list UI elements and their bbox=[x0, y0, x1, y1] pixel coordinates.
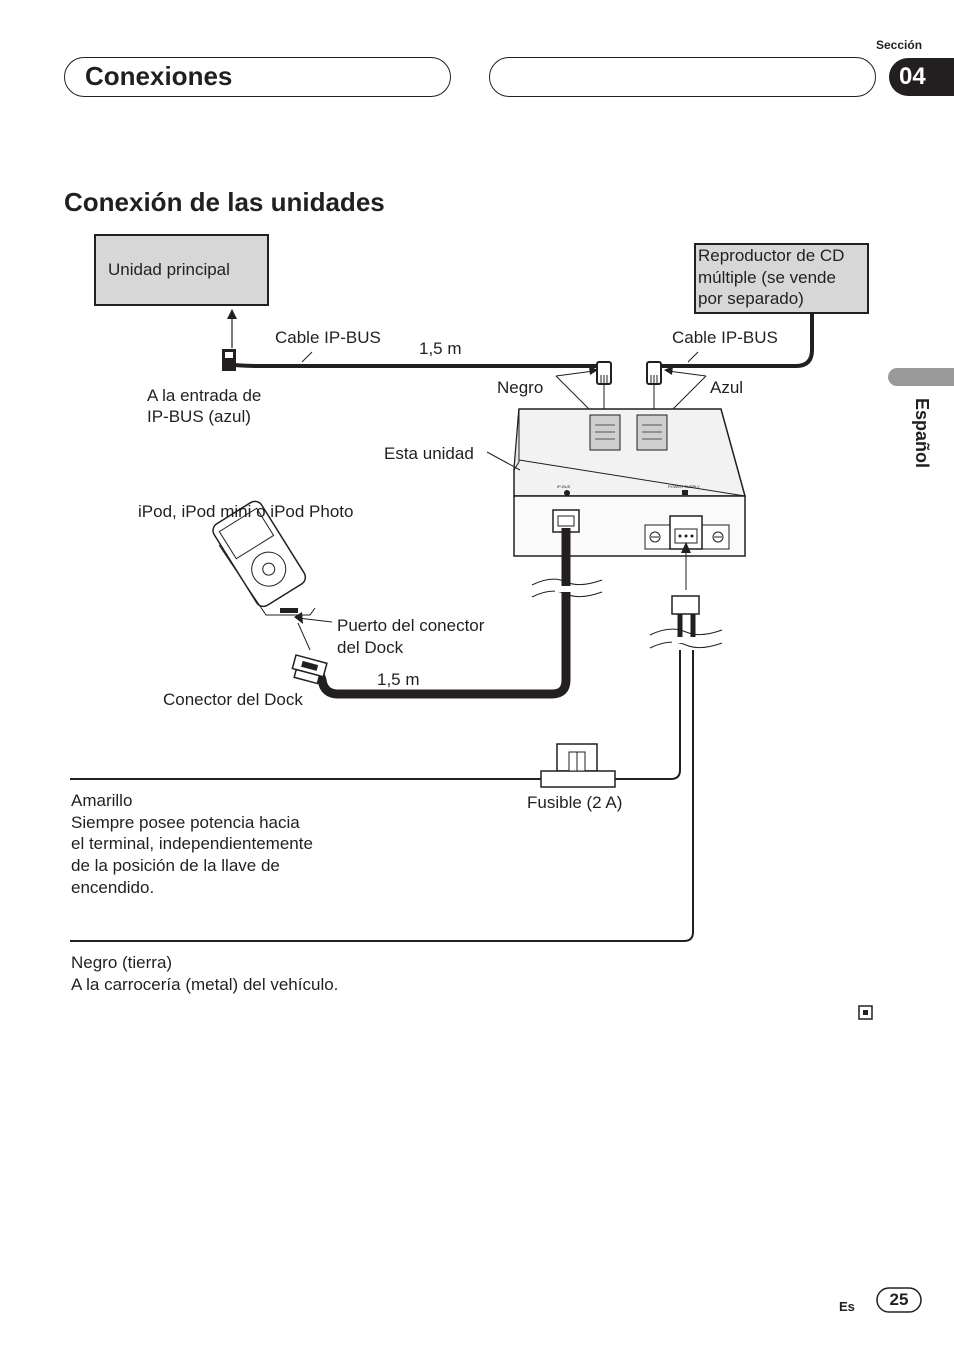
ipod-label: iPod, iPod mini o iPod Photo bbox=[138, 502, 354, 521]
power-plug bbox=[671, 595, 700, 615]
yellow-wire-line-2: Siempre posee potencia hacia bbox=[71, 813, 300, 832]
section-label: Sección bbox=[876, 38, 923, 52]
language-tab-marker bbox=[888, 368, 954, 386]
section-title-frame bbox=[64, 57, 451, 97]
main-unit-box bbox=[94, 234, 269, 306]
page-heading: Conexión de las unidades bbox=[64, 187, 385, 217]
fuse-holder bbox=[540, 743, 616, 788]
ipbus-input-label-line-1: A la entrada de bbox=[147, 386, 262, 405]
page-number: 25 bbox=[889, 1290, 909, 1309]
cable-length-bottom: 1,5 m bbox=[377, 670, 420, 689]
yellow-wire-line-3: el terminal, independientemente bbox=[71, 834, 313, 853]
dock-port-label-line-1: Puerto del conector bbox=[337, 616, 485, 635]
cd-player-label-line-1: Reproductor de CD bbox=[698, 246, 845, 265]
negro-label: Negro bbox=[497, 378, 544, 397]
section-blank-frame bbox=[489, 57, 876, 97]
dock-port-label-line-2: del Dock bbox=[337, 638, 404, 657]
cd-player-label-line-2: múltiple (se vende bbox=[698, 268, 836, 287]
azul-label: Azul bbox=[710, 378, 744, 397]
dock-connector-label: Conector del Dock bbox=[163, 690, 303, 709]
cd-player-box bbox=[694, 243, 869, 314]
section-number-badge: 04 bbox=[889, 58, 954, 96]
cable-ipbus-left-label: Cable IP-BUS bbox=[275, 328, 381, 347]
unit-port-ip-label: IP-BUS bbox=[557, 484, 571, 489]
this-unit-label: Esta unidad bbox=[384, 444, 474, 463]
section-title: Conexiones bbox=[85, 61, 233, 91]
fuse-label: Fusible (2 A) bbox=[527, 793, 623, 812]
footer-lang-code: Es bbox=[839, 1299, 855, 1314]
unit-port-power-label: POWER SUPPLY bbox=[668, 484, 700, 489]
yellow-wire-line-1: Amarillo bbox=[71, 791, 133, 810]
dock-connector bbox=[291, 654, 328, 685]
this-unit-device bbox=[513, 408, 746, 557]
ground-wire-line-1: Negro (tierra) bbox=[71, 953, 173, 972]
cable-ipbus-right-label: Cable IP-BUS bbox=[672, 328, 778, 347]
yellow-wire-line-5: encendido. bbox=[71, 878, 155, 897]
ground-wire-line-2: A la carrocería (metal) del vehículo. bbox=[71, 975, 339, 994]
ipbus-input-label-line-2: IP-BUS (azul) bbox=[147, 407, 251, 426]
cable-length-top: 1,5 m bbox=[419, 339, 462, 358]
main-unit-label: Unidad principal bbox=[108, 260, 230, 279]
yellow-wire-line-4: de la posición de la llave de bbox=[71, 856, 280, 875]
cd-player-label-line-3: por separado) bbox=[698, 289, 804, 308]
